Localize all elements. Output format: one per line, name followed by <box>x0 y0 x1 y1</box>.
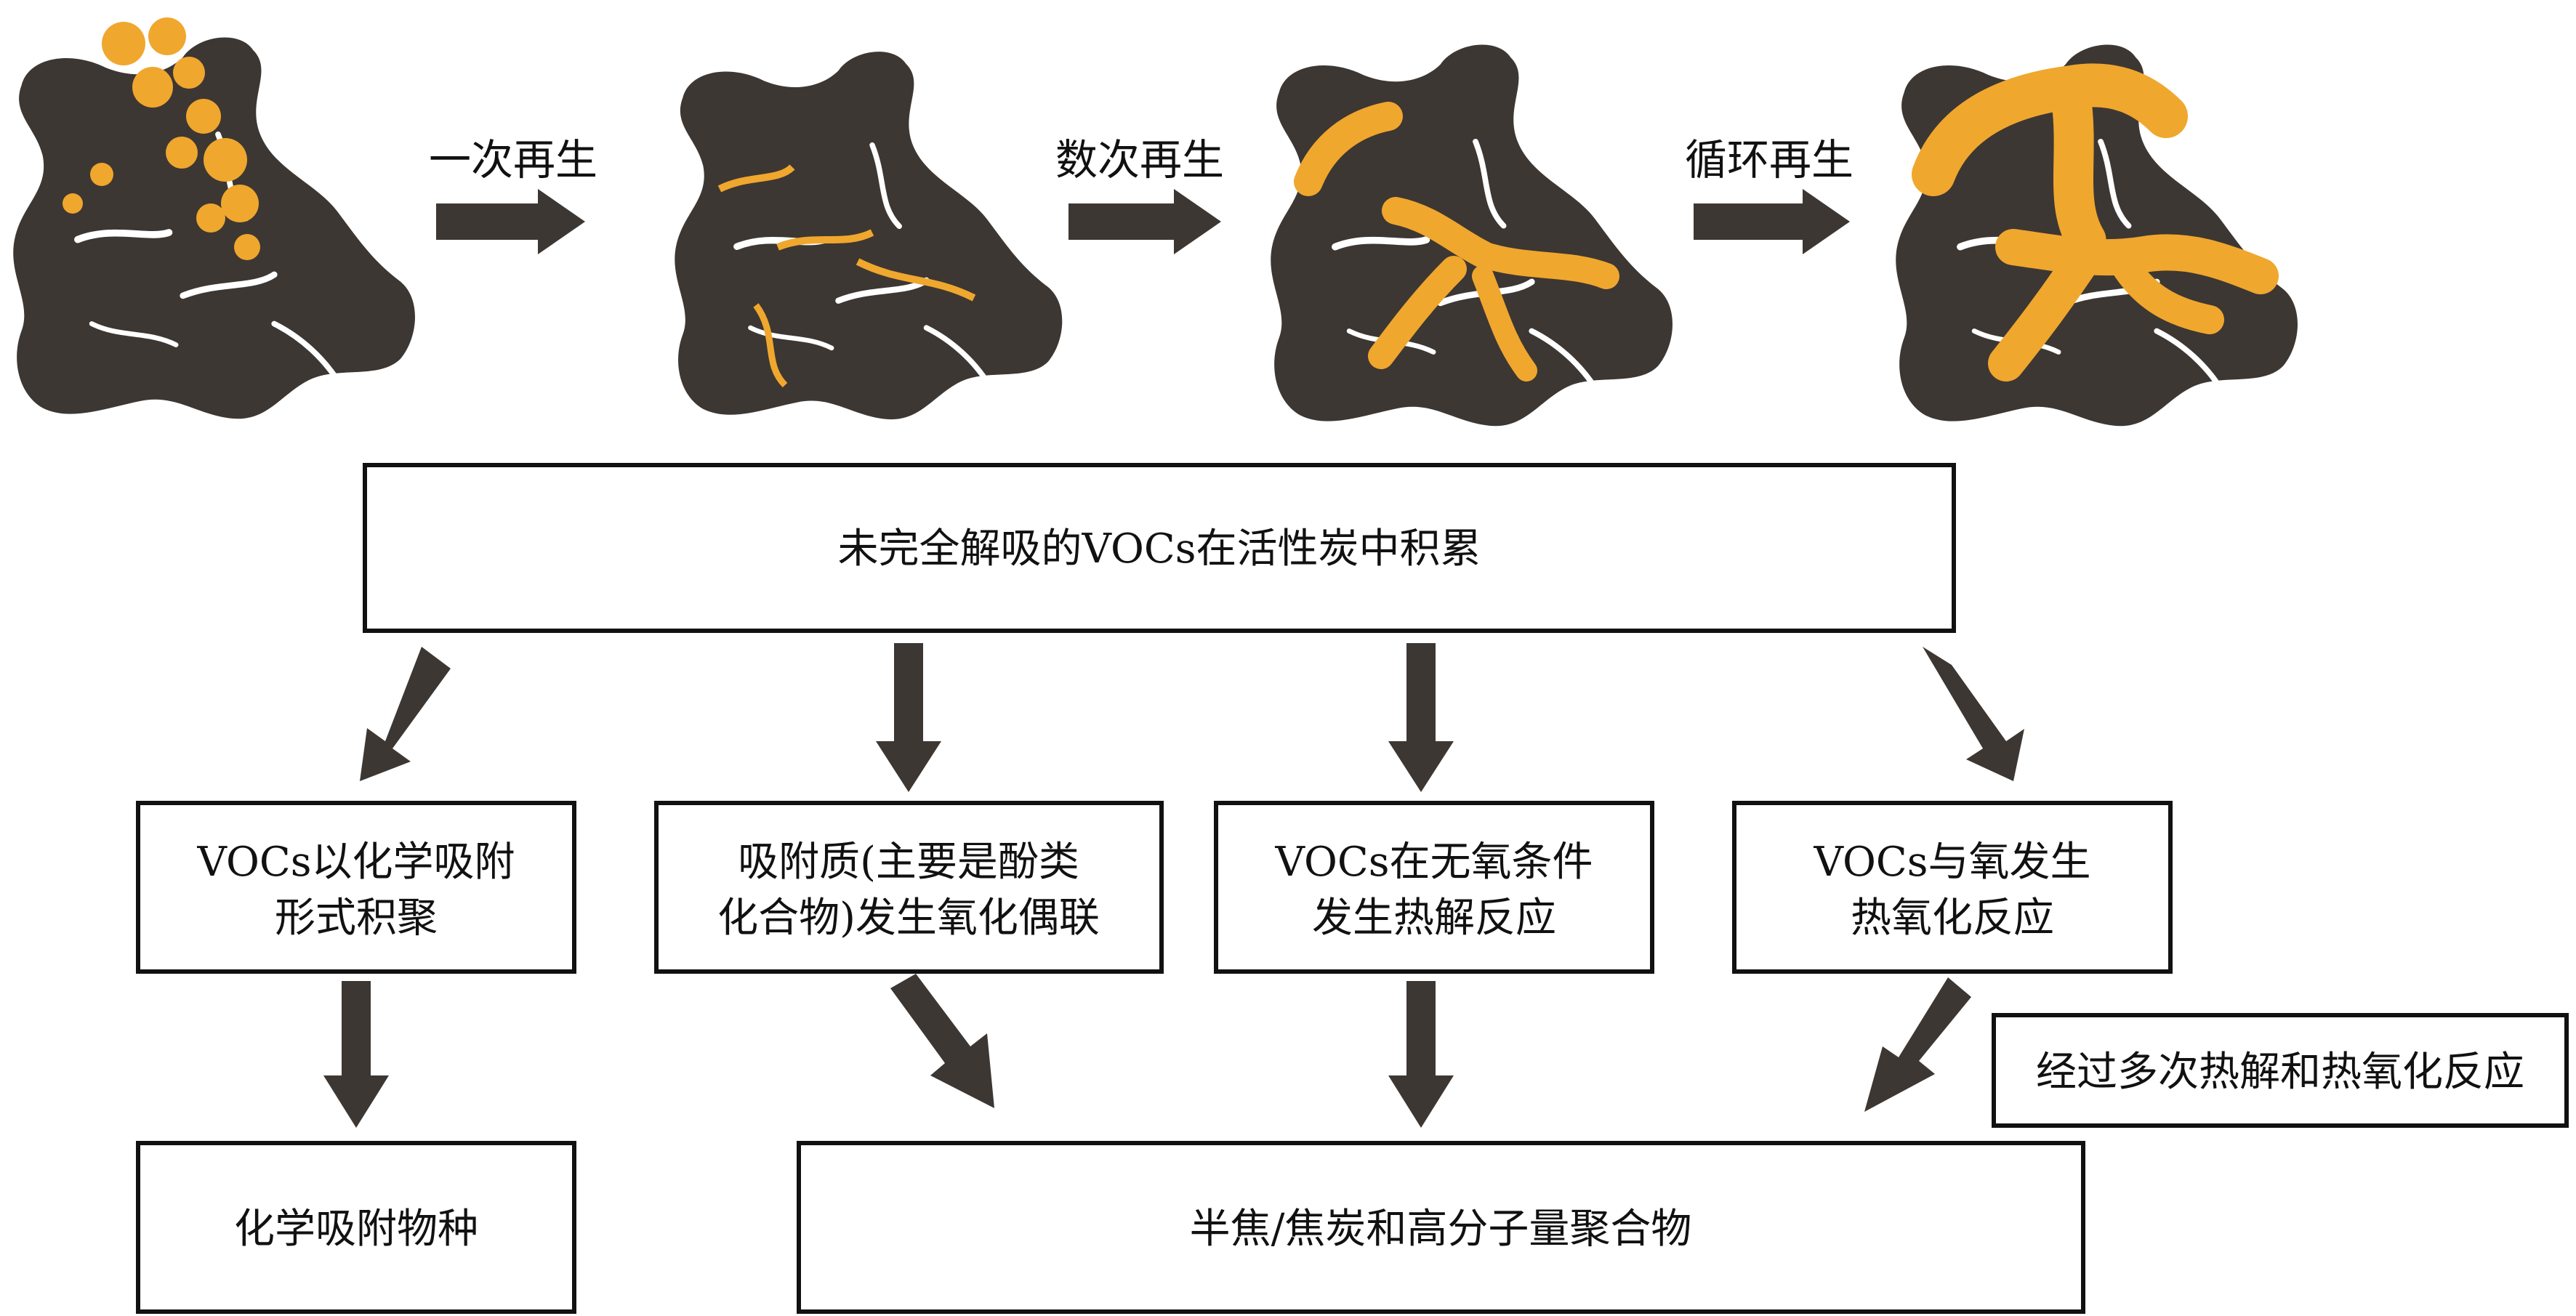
coke-polymer-box: 半焦/焦炭和高分子量聚合物 <box>797 1141 2085 1314</box>
chemisorbed-species-box: 化学吸附物种 <box>136 1141 576 1314</box>
arrow-oxidation-to-coke <box>1864 977 1971 1112</box>
arrow-pyrolysis-to-coke <box>1388 981 1454 1128</box>
voc-deposit-1 <box>63 17 260 260</box>
arrow-to-oxidative-coupling <box>876 643 941 792</box>
arrow-to-pyrolysis <box>1388 643 1454 792</box>
stage-arrow-1 <box>436 189 585 254</box>
mid-box-oxidative-coupling: 吸附质(主要是酚类 化合物)发生氧化偶联 <box>654 801 1164 974</box>
carbon-particle-4 <box>1896 44 2298 426</box>
stage-arrow-3 <box>1694 189 1850 254</box>
mid-box-1-line1: VOCs以化学吸附 <box>197 839 515 886</box>
arrow-coupling-to-coke <box>890 974 994 1108</box>
mid-box-2-line2: 化合物)发生氧化偶联 <box>717 895 1100 942</box>
carbon-particle-3 <box>1271 44 1673 426</box>
arrow-to-chemisorption <box>360 647 451 781</box>
mid-box-4-line2: 热氧化反应 <box>1851 895 2054 942</box>
stage-label-3: 循环再生 <box>1685 135 1853 185</box>
mid-box-thermal-oxidation: VOCs与氧发生 热氧化反应 <box>1732 801 2173 974</box>
voc-deposit-3 <box>1294 102 1619 382</box>
voc-deposit-4 <box>1912 63 2279 382</box>
stage-label-2: 数次再生 <box>1055 135 1224 185</box>
arrow-to-chemisorbed-species <box>323 981 389 1128</box>
carbon-particle-2 <box>675 52 1062 419</box>
mid-box-3-line2: 发生热解反应 <box>1312 895 1556 942</box>
mid-box-4-line1: VOCs与氧发生 <box>1814 839 2091 886</box>
note-box: 经过多次热解和热氧化反应 <box>1992 1013 2569 1128</box>
mid-box-chemisorption: VOCs以化学吸附 形式积聚 <box>136 801 576 974</box>
note-box-text: 经过多次热解和热氧化反应 <box>2036 1049 2524 1096</box>
accumulation-box: 未完全解吸的VOCs在活性炭中积累 <box>363 463 1956 633</box>
chemisorbed-species-text: 化学吸附物种 <box>234 1206 478 1253</box>
mid-box-3-line1: VOCs在无氧条件 <box>1275 839 1593 886</box>
coke-polymer-text: 半焦/焦炭和高分子量聚合物 <box>1190 1206 1692 1253</box>
stage-arrow-2 <box>1068 189 1221 254</box>
voc-deposit-2 <box>717 164 976 388</box>
arrow-to-thermal-oxidation <box>1923 647 2024 781</box>
carbon-particle-1 <box>13 17 415 419</box>
stage-label-1: 一次再生 <box>429 135 597 185</box>
mid-box-2-line1: 吸附质(主要是酚类 <box>738 839 1079 886</box>
mid-box-pyrolysis: VOCs在无氧条件 发生热解反应 <box>1214 801 1654 974</box>
mid-box-1-line2: 形式积聚 <box>275 895 438 942</box>
accumulation-box-text: 未完全解吸的VOCs在活性炭中积累 <box>838 525 1481 573</box>
